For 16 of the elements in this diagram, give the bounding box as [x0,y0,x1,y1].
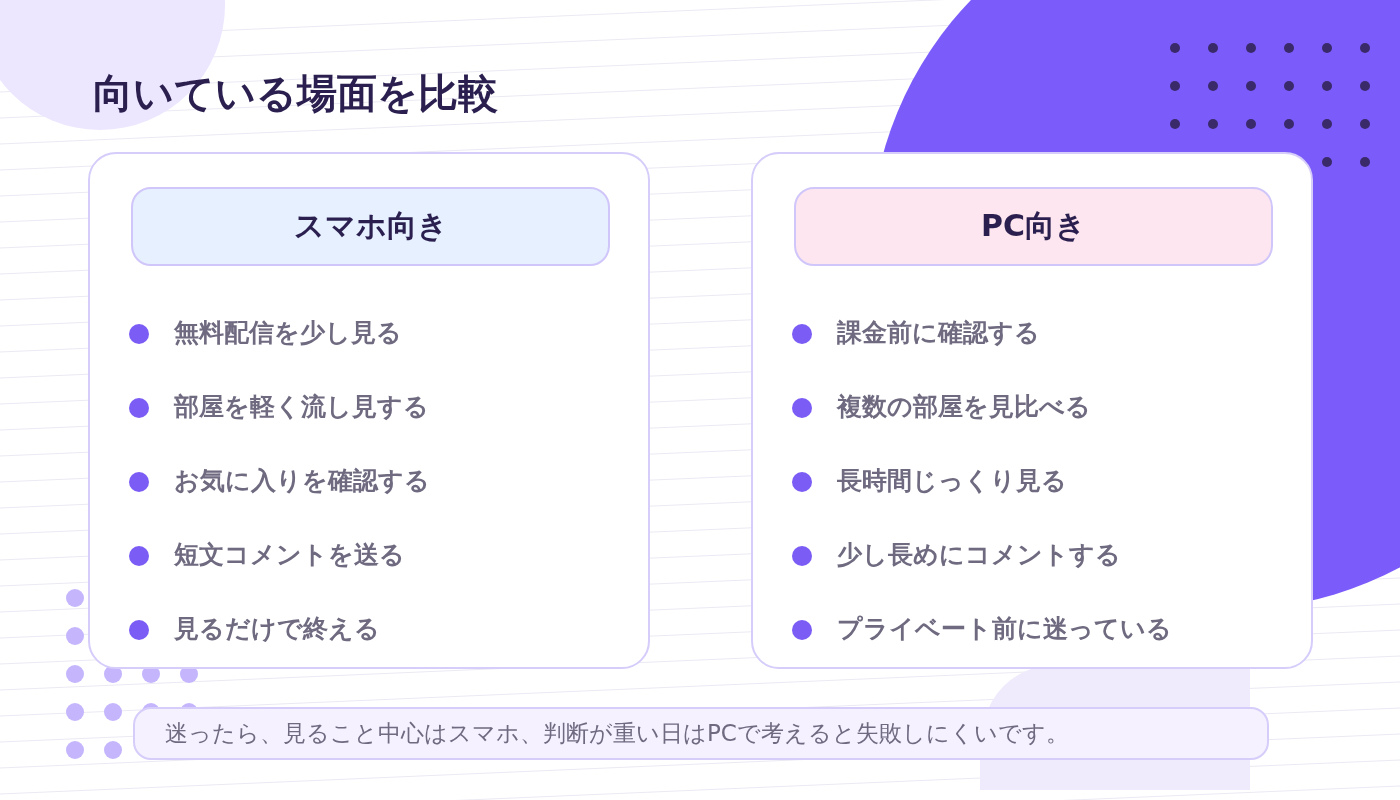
comparison-card [88,152,650,669]
list-item: 長時間じっくり見る [837,465,1067,497]
comparison-card [751,152,1313,669]
list-item: お気に入りを確認する [174,465,430,497]
note-box: 迷ったら、見ること中心はスマホ、判断が重い日はPCで考えると失敗しにくいです。 [133,707,1269,760]
header-box: スマホ向き [131,187,610,266]
title: 向いている場面を比較 [93,69,498,118]
list-item: 無料配信を少し見る [174,317,402,349]
list-item: 短文コメントを送る [174,539,405,571]
list-item: プライベート前に迷っている [837,613,1172,645]
list-item: 課金前に確認する [837,317,1040,349]
list-item: 複数の部屋を見比べる [837,391,1091,423]
list-item: 部屋を軽く流し見する [174,391,429,423]
list-item: 見るだけで終える [174,613,380,645]
list-item: 少し長めにコメントする [837,539,1121,571]
header-box: PC向き [794,187,1273,266]
